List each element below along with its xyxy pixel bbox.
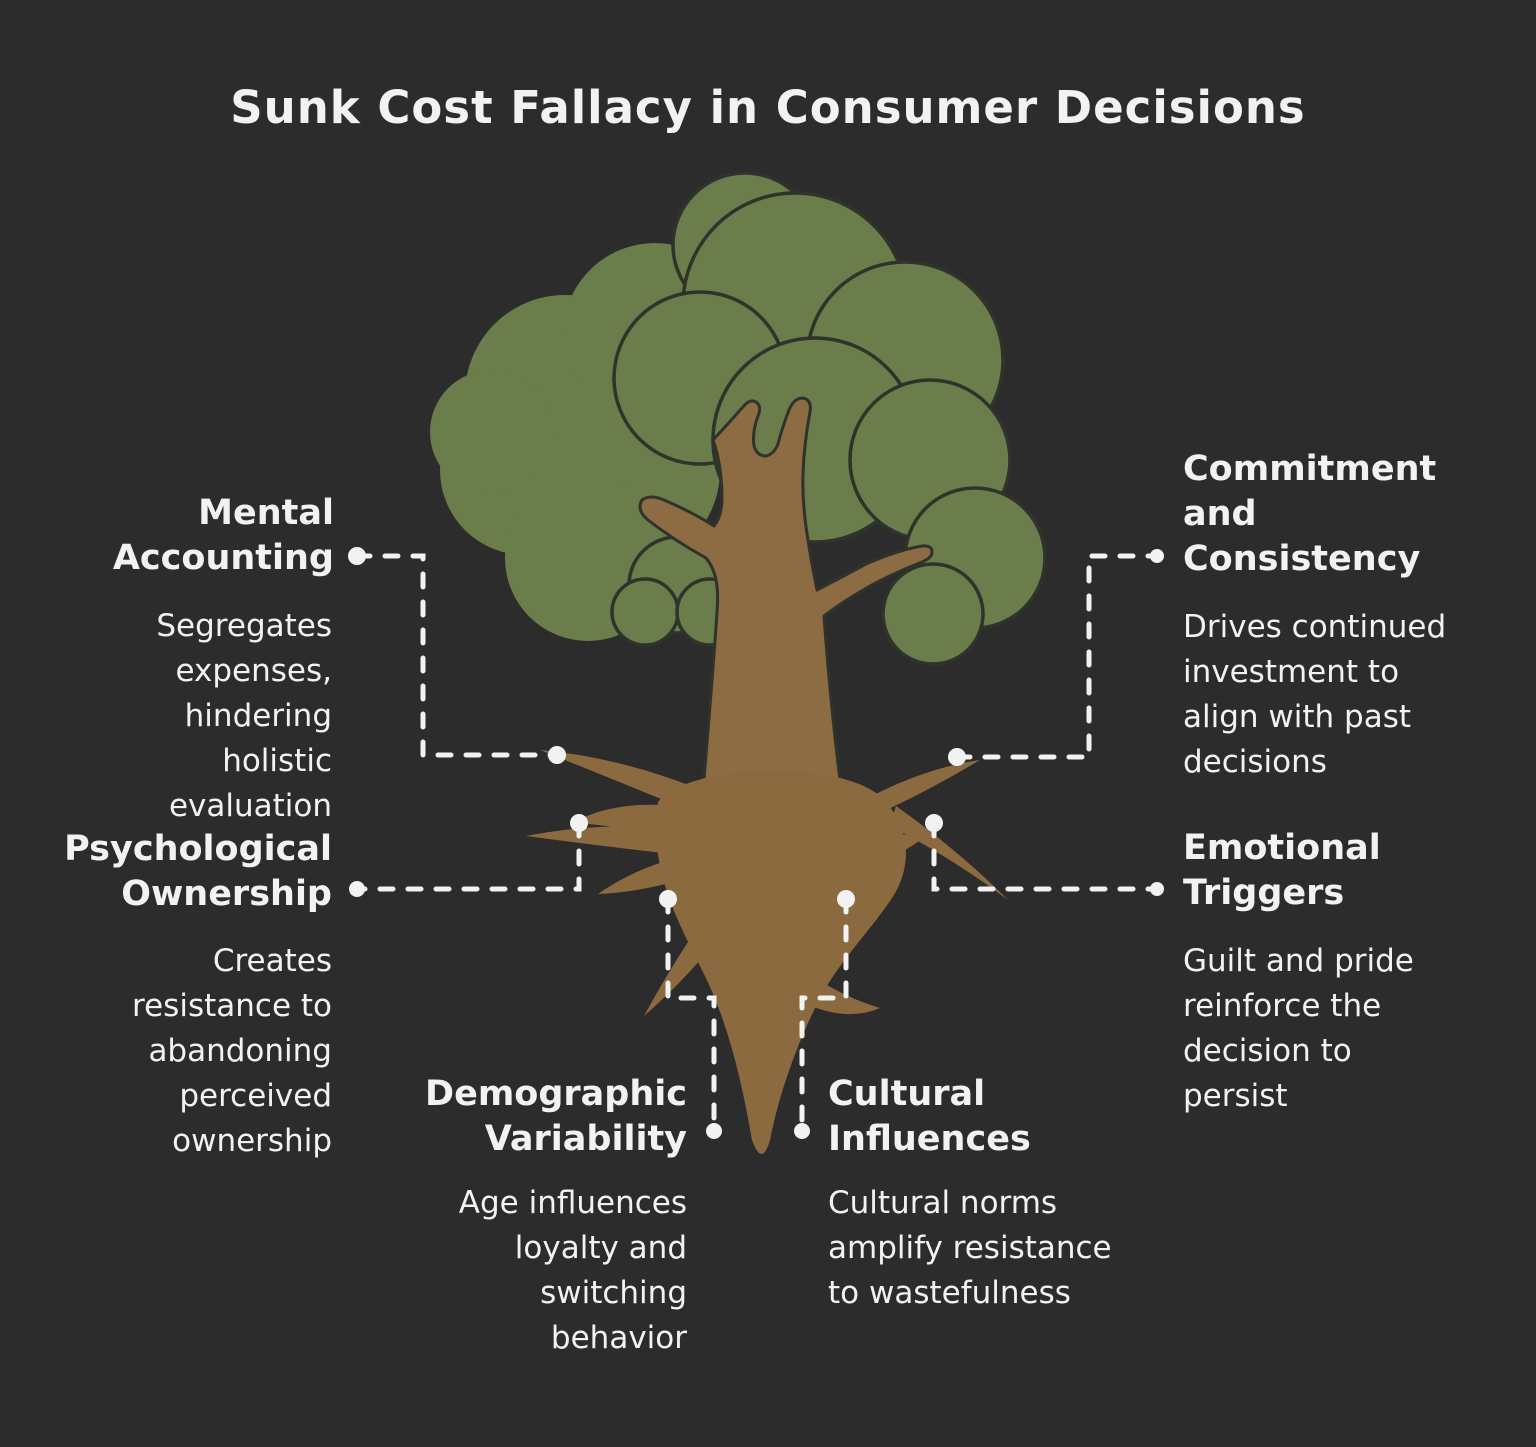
page-title: Sunk Cost Fallacy in Consumer Decisions bbox=[230, 81, 1306, 134]
description-commitment-consistency: Drives continued investment to align wit… bbox=[1183, 609, 1447, 780]
heading-demographic-variability: Demographic Variability bbox=[425, 1074, 687, 1159]
canopy-top-cluster bbox=[612, 171, 1012, 544]
connector-mental-accounting bbox=[348, 547, 566, 764]
description-emotional-triggers: Guilt and pride reinforce the decision t… bbox=[1183, 943, 1414, 1114]
heading-mental-accounting: Mental Accounting bbox=[112, 493, 334, 578]
description-cultural-influences: Cultural norms amplify resistance to was… bbox=[828, 1185, 1112, 1311]
description-psychological-ownership: Creates resistance to abandoning perceiv… bbox=[132, 943, 332, 1159]
tree-roots bbox=[526, 750, 1008, 1154]
description-demographic-variability: Age influences loyalty and switching beh… bbox=[458, 1185, 687, 1356]
heading-cultural-influences: Cultural Influences bbox=[828, 1074, 1031, 1159]
heading-psychological-ownership: Psychological Ownership bbox=[64, 829, 332, 914]
connector-psychological-ownership bbox=[349, 814, 588, 897]
connector-commitment-consistency bbox=[948, 549, 1164, 766]
description-mental-accounting: Segregates expenses, hindering holistic … bbox=[156, 608, 332, 824]
heading-emotional-triggers: Emotional Triggers bbox=[1183, 828, 1381, 913]
tree-trunk bbox=[638, 396, 934, 890]
connector-cultural-influences bbox=[794, 890, 855, 1139]
connector-demographic-variability bbox=[659, 890, 722, 1139]
canopy-right-cluster bbox=[881, 486, 1047, 666]
connector-emotional-triggers bbox=[925, 814, 1164, 896]
heading-commitment-consistency: Commitment and Consistency bbox=[1183, 449, 1437, 579]
